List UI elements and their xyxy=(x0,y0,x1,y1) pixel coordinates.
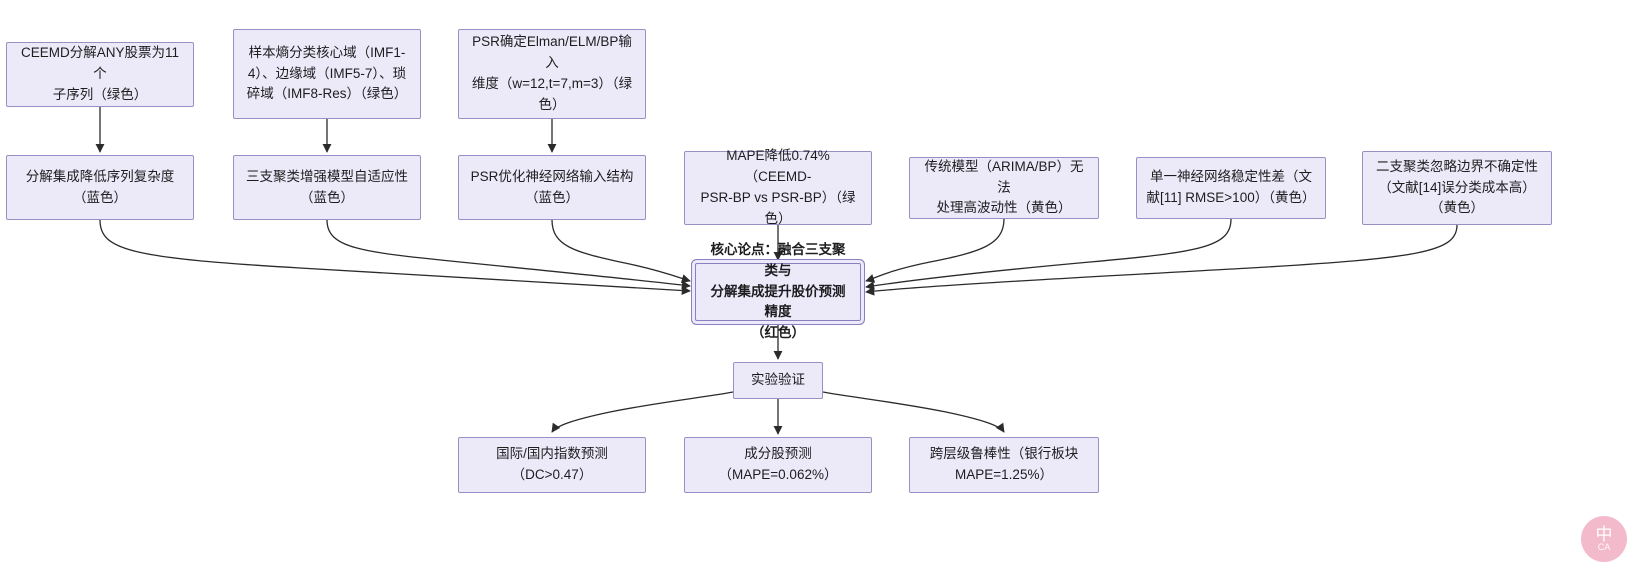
node-psr-input-dimension[interactable]: PSR确定Elman/ELM/BP输入 维度（w=12,t=7,m=3）（绿 色… xyxy=(458,29,646,119)
node-label: 三支聚类增强模型自适应性 （蓝色） xyxy=(246,168,408,205)
node-label: 成分股预测 （MAPE=0.062%） xyxy=(718,446,838,482)
node-label: 二支聚类忽略边界不确定性 （文献[14]误分类成本高） （黄色） xyxy=(1376,158,1538,216)
node-cross-level-robustness-result[interactable]: 跨层级鲁棒性（银行板块 MAPE=1.25%） xyxy=(909,437,1099,493)
node-label: 国际/国内指数预测 （DC>0.47） xyxy=(496,446,608,482)
watermark-badge: 中 CA xyxy=(1581,516,1627,562)
node-label: 核心论点：融合三支聚类与 分解集成提升股价预测精度 （红色） xyxy=(710,241,846,341)
watermark-cn-text: 中 xyxy=(1595,524,1613,544)
node-label: 跨层级鲁棒性（银行板块 MAPE=1.25%） xyxy=(929,446,1079,482)
node-three-way-clustering-adaptivity[interactable]: 三支聚类增强模型自适应性 （蓝色） xyxy=(233,155,421,220)
node-sample-entropy-classification[interactable]: 样本熵分类核心域（IMF1- 4）、边缘域（IMF5-7）、琐 碎域（IMF8-… xyxy=(233,29,421,119)
edge-n10-core xyxy=(865,224,1458,296)
watermark-en-text: CA xyxy=(1597,542,1611,553)
edge-n8-core xyxy=(865,218,1005,283)
edge-n9-core xyxy=(865,218,1232,291)
node-ceemd-decomposition[interactable]: CEEMD分解ANY股票为11个 子序列（绿色） xyxy=(6,42,194,107)
node-label: 样本熵分类核心域（IMF1- 4）、边缘域（IMF5-7）、琐 碎域（IMF8-… xyxy=(246,44,408,102)
node-constituent-stock-result[interactable]: 成分股预测 （MAPE=0.062%） xyxy=(684,437,872,493)
node-traditional-model-limitation[interactable]: 传统模型（ARIMA/BP）无法 处理高波动性（黄色） xyxy=(909,157,1099,219)
node-label: MAPE降低0.74%（CEEMD- PSR-BP vs PSR-BP）（绿 色… xyxy=(700,148,856,226)
node-label: 实验验证 xyxy=(751,372,805,388)
node-label: 单一神经网络稳定性差（文 献[11] RMSE>100）（黄色） xyxy=(1146,169,1316,205)
node-label: 传统模型（ARIMA/BP）无法 处理高波动性（黄色） xyxy=(924,158,1084,216)
node-label: PSR确定Elman/ELM/BP输入 维度（w=12,t=7,m=3）（绿 色… xyxy=(471,34,633,112)
node-mape-reduction[interactable]: MAPE降低0.74%（CEEMD- PSR-BP vs PSR-BP）（绿 色… xyxy=(684,148,872,226)
edge-n11-n12 xyxy=(551,391,734,433)
node-decomposition-reduces-complexity[interactable]: 分解集成降低序列复杂度 （蓝色） xyxy=(6,155,194,220)
node-psr-optimizes-network-input[interactable]: PSR优化神经网络输入结构 （蓝色） xyxy=(458,155,646,220)
edge-n5-core xyxy=(326,219,691,290)
edge-n6-core xyxy=(551,219,691,284)
node-label: PSR优化神经网络输入结构 （蓝色） xyxy=(470,168,634,205)
node-core-claim[interactable]: 核心论点：融合三支聚类与 分解集成提升股价预测精度 （红色） xyxy=(695,242,861,340)
node-single-network-instability[interactable]: 单一神经网络稳定性差（文 献[11] RMSE>100）（黄色） xyxy=(1136,157,1326,219)
node-experimental-validation[interactable]: 实验验证 xyxy=(733,362,823,399)
node-label: CEEMD分解ANY股票为11个 子序列（绿色） xyxy=(20,45,180,102)
node-two-way-clustering-boundary[interactable]: 二支聚类忽略边界不确定性 （文献[14]误分类成本高） （黄色） xyxy=(1362,151,1552,225)
node-index-forecasting-result[interactable]: 国际/国内指数预测 （DC>0.47） xyxy=(458,437,646,493)
edge-n11-n14 xyxy=(822,391,1005,433)
node-label: 分解集成降低序列复杂度 （蓝色） xyxy=(25,168,175,205)
edge-n4-core xyxy=(99,219,691,295)
